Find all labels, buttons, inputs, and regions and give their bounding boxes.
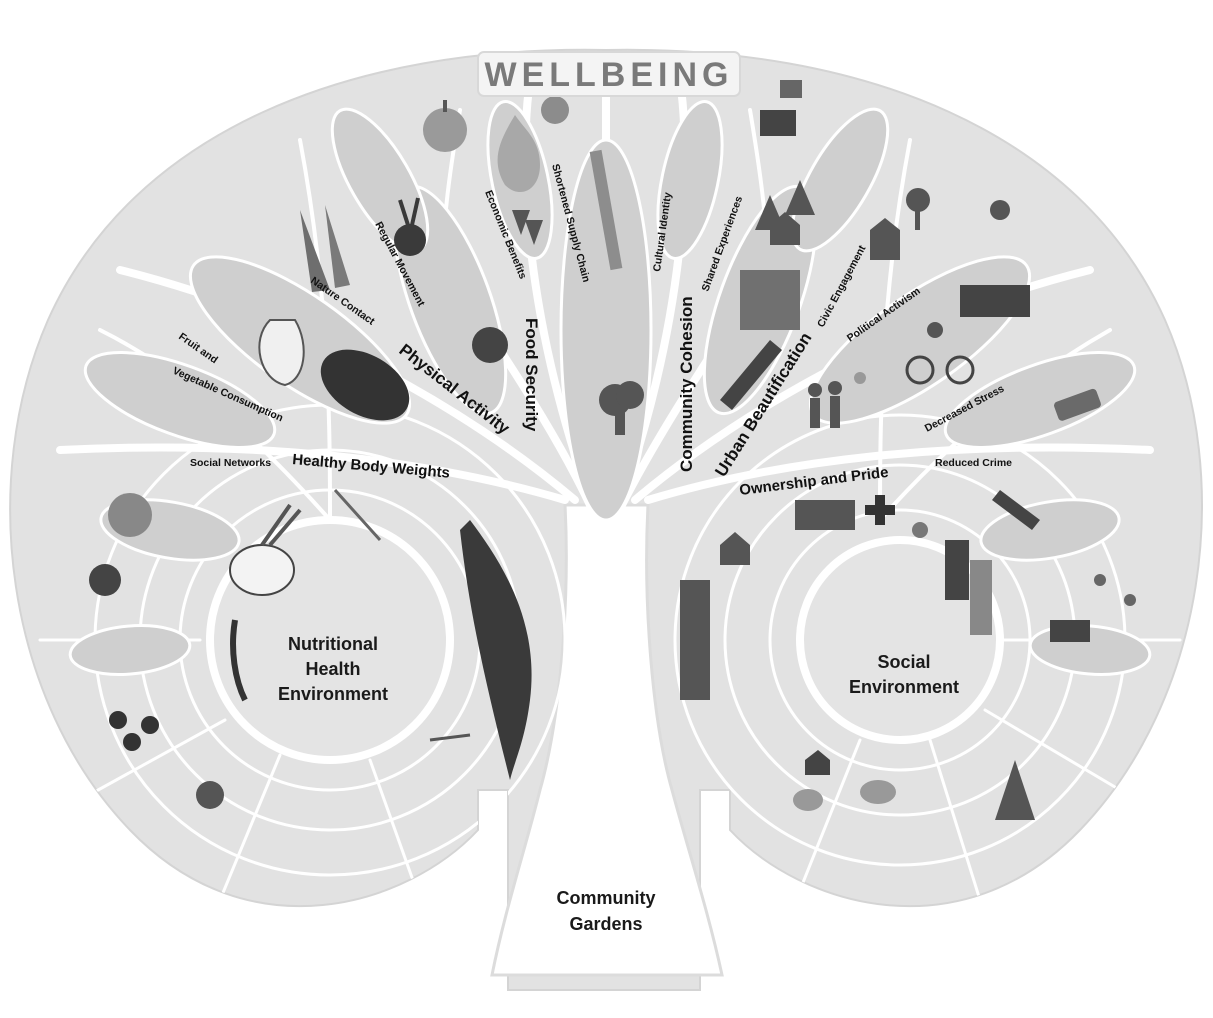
- label-social-networks: Social Networks: [190, 457, 271, 469]
- trunk-label-2: Gardens: [569, 914, 642, 934]
- nutritional-hub-label-2: Health: [305, 659, 360, 679]
- social-hub-label-1: Social: [877, 652, 930, 672]
- wellbeing-title: WELLBEING: [485, 56, 734, 94]
- garlic-icon: [541, 96, 569, 124]
- nutritional-hub-label-3: Environment: [278, 684, 388, 704]
- label-community-cohesion: Community Cohesion: [677, 296, 696, 472]
- label-food-security: Food Security: [522, 318, 541, 432]
- label-reduced-crime: Reduced Crime: [935, 457, 1012, 469]
- trunk-label-1: Community: [557, 888, 656, 908]
- nutritional-hub-label-1: Nutritional: [288, 634, 378, 654]
- social-hub-label-2: Environment: [849, 677, 959, 697]
